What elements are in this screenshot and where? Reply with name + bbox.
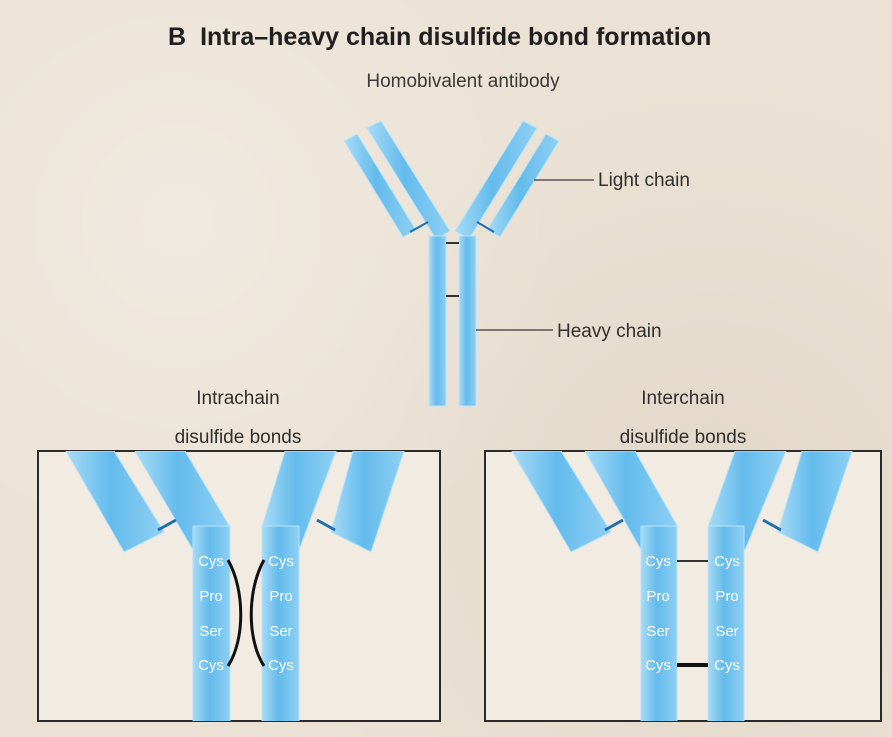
interchain-left-residue-2: Pro (646, 588, 669, 605)
intrachain-panel: Cys Pro Ser Cys Cys Pro Ser Cys (38, 451, 440, 722)
interchain-left-residue-4: Cys (645, 657, 671, 674)
interchain-left-residue-3: Ser (646, 623, 669, 640)
diagram-subtitle: Homobivalent antibody (366, 71, 560, 92)
main-antibody (344, 121, 559, 406)
interchain-right-residue-3: Ser (715, 623, 738, 640)
intrachain-right-residue-2: Pro (269, 588, 292, 605)
intrachain-left-residue-3: Ser (199, 623, 222, 640)
intrachain-left-residue-2: Pro (199, 588, 222, 605)
heavy-chain-stem-right (459, 236, 476, 406)
light-chain-label: Light chain (598, 170, 690, 191)
heavy-chain-label: Heavy chain (557, 321, 662, 342)
figure-title: B Intra–heavy chain disulfide bond format… (168, 23, 711, 51)
interchain-right-residue-1: Cys (714, 553, 740, 570)
heavy-chain-stem-left (429, 236, 446, 406)
intrachain-right-residue-1: Cys (268, 553, 294, 570)
intrachain-title-line1: Intrachain (196, 388, 279, 409)
intrachain-left-residue-4: Cys (198, 657, 224, 674)
intrachain-title-line2: disulfide bonds (175, 427, 302, 448)
interchain-title-line2: disulfide bonds (620, 427, 747, 448)
interchain-left-residue-1: Cys (645, 553, 671, 570)
intrachain-left-residue-1: Cys (198, 553, 224, 570)
panel-title: Intra–heavy chain disulfide bond formati… (200, 23, 711, 51)
interchain-right-residue-2: Pro (715, 588, 738, 605)
intrachain-right-residue-4: Cys (268, 657, 294, 674)
interchain-right-residue-4: Cys (714, 657, 740, 674)
interchain-panel: Cys Pro Ser Cys Cys Pro Ser Cys (485, 451, 881, 722)
panel-letter: B (168, 23, 186, 51)
intrachain-right-residue-3: Ser (269, 623, 292, 640)
interchain-title-line1: Interchain (641, 388, 724, 409)
